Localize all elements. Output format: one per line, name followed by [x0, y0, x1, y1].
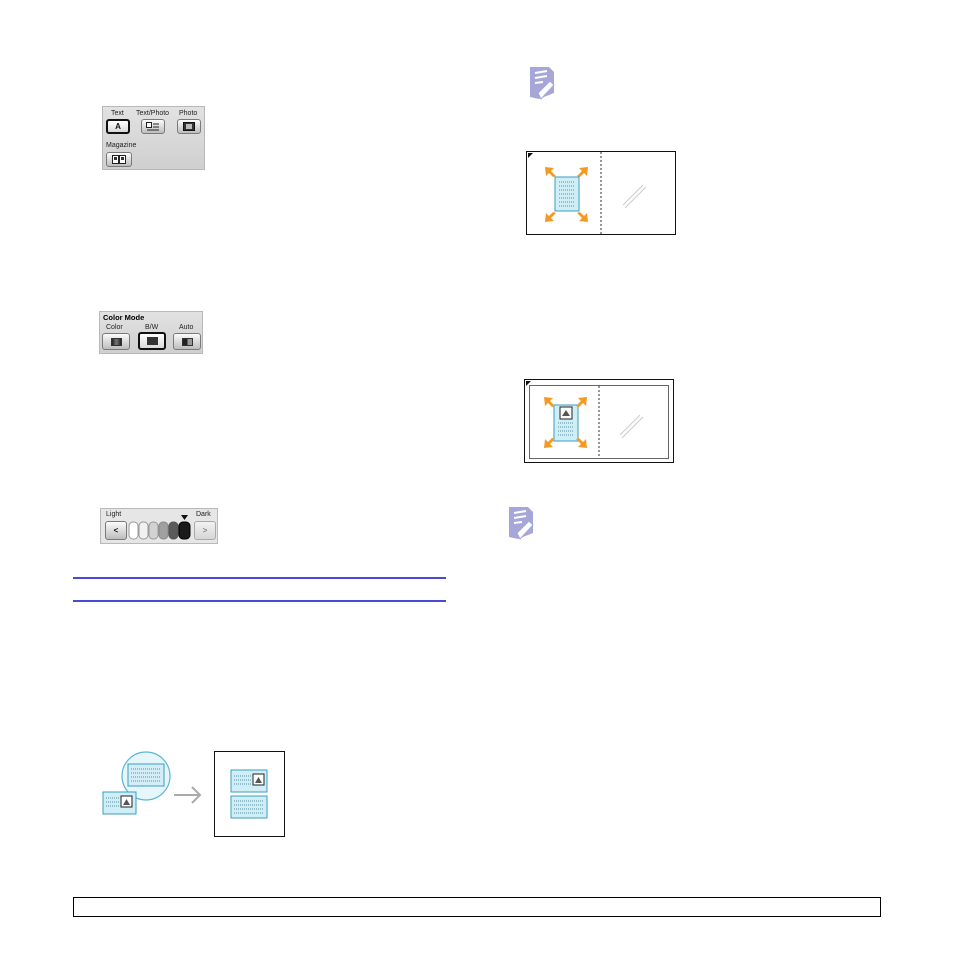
- lighter-button[interactable]: <: [105, 521, 127, 540]
- color-mode-bw-icon: [146, 337, 158, 345]
- color-button[interactable]: [102, 333, 130, 350]
- text-button[interactable]: A: [106, 119, 130, 134]
- color-mode-title: Color Mode: [103, 313, 145, 322]
- text-a-icon: A: [115, 121, 121, 131]
- darkness-level-5[interactable]: [168, 521, 179, 540]
- orange-arrows: [544, 397, 587, 448]
- text-photo-button[interactable]: [141, 119, 165, 134]
- id-card-back-icon: [127, 763, 165, 787]
- photo-button[interactable]: [177, 119, 201, 134]
- note-icon: [530, 67, 555, 100]
- auto-label: Auto: [179, 324, 194, 331]
- section-rule-bottom: [73, 600, 446, 602]
- note-icon: [509, 507, 534, 540]
- left-arrow-icon: <: [113, 525, 119, 535]
- color-label: Color: [106, 324, 123, 331]
- id-card-copy-illustration: [102, 751, 285, 837]
- section-rule-top: [73, 577, 446, 579]
- light-label: Light: [106, 511, 122, 518]
- arrow-icon: [174, 786, 202, 804]
- color-mode-auto-icon: [181, 337, 193, 346]
- page-footer-frame: [73, 897, 881, 917]
- text-photo-icon: [146, 122, 159, 131]
- corner-mark-icon: [528, 153, 533, 158]
- darkness-scale[interactable]: [128, 521, 192, 540]
- bw-label: B/W: [145, 324, 159, 331]
- photo-label: Photo: [179, 110, 198, 117]
- orange-arrows: [545, 167, 588, 222]
- magazine-button[interactable]: [106, 152, 132, 167]
- darkness-panel: Light Dark < >: [100, 508, 218, 544]
- darkness-level-6[interactable]: [178, 521, 191, 540]
- right-arrow-icon: >: [202, 525, 208, 535]
- color-mode-panel: Color Mode Color B/W Auto: [99, 311, 203, 354]
- magazine-label: Magazine: [106, 142, 137, 149]
- scanner-glass-front-diagram: [526, 151, 676, 235]
- auto-button[interactable]: [173, 333, 201, 350]
- text-photo-label: Text/Photo: [136, 110, 170, 117]
- color-mode-color-icon: [110, 337, 122, 346]
- scanner-glass-back-diagram: [524, 379, 674, 463]
- darkness-level-1[interactable]: [128, 521, 139, 540]
- glass-icon: [619, 414, 644, 439]
- original-type-panel: Text Text/Photo Photo A Magazine: [102, 106, 205, 170]
- glass-icon: [622, 184, 647, 209]
- darker-button[interactable]: >: [194, 521, 216, 540]
- photo-icon: [183, 122, 195, 131]
- darkness-level-4[interactable]: [158, 521, 169, 540]
- darkness-level-3[interactable]: [148, 521, 159, 540]
- magazine-icon: [112, 155, 126, 164]
- text-label: Text: [111, 110, 124, 117]
- darkness-level-2[interactable]: [138, 521, 149, 540]
- bw-button[interactable]: [138, 332, 166, 350]
- dark-label: Dark: [196, 511, 211, 518]
- level-marker-icon: [181, 515, 188, 520]
- corner-mark-icon: [526, 381, 531, 386]
- output-page-icon: [214, 751, 285, 837]
